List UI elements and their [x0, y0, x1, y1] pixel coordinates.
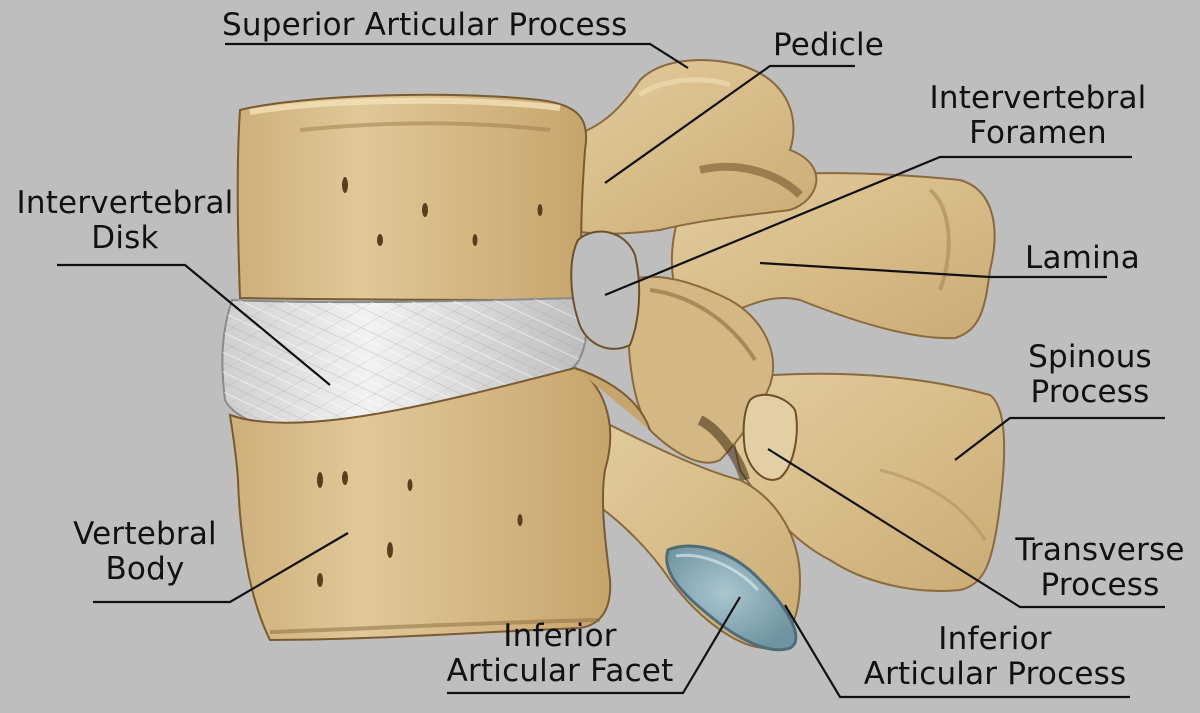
label-transverse-process: Transverse Process	[1015, 532, 1185, 603]
label-inferior-articular-facet: Inferior Articular Facet	[446, 618, 674, 689]
leader-lamina	[759, 261, 1107, 279]
leader-lines	[57, 42, 1165, 699]
leader-inferior-articular-facet	[447, 596, 741, 695]
inferior-articular-facet-shape	[665, 544, 798, 652]
pedicle-shape	[550, 59, 818, 235]
leader-intervertebral-disk	[57, 263, 331, 386]
intervertebral-foramen-shape	[570, 230, 641, 350]
leader-vertebral-body	[93, 532, 349, 604]
label-inferior-articular-process: Inferior Articular Process	[863, 621, 1127, 692]
label-superior-articular-process: Superior Articular Process	[222, 7, 628, 43]
leader-pedicle	[604, 64, 855, 184]
leader-inferior-articular-process	[784, 604, 1130, 699]
label-intervertebral-foramen: Intervertebral Foramen	[929, 80, 1147, 151]
label-intervertebral-disk: Intervertebral Disk	[16, 185, 234, 256]
upper-vertebral-body-shape	[236, 93, 588, 302]
label-vertebral-body: Vertebral Body	[73, 516, 217, 587]
label-pedicle: Pedicle	[773, 27, 885, 63]
label-spinous-process: Spinous Process	[1028, 339, 1152, 410]
label-lamina: Lamina	[1025, 240, 1140, 276]
intervertebral-disk-shape	[221, 296, 588, 440]
leader-transverse-process	[767, 448, 1165, 609]
leader-intervertebral-foramen	[604, 155, 1132, 297]
lower-vertebral-body-shape	[228, 366, 651, 642]
leader-superior-articular-process	[225, 42, 689, 69]
leader-spinous-process	[954, 416, 1165, 461]
